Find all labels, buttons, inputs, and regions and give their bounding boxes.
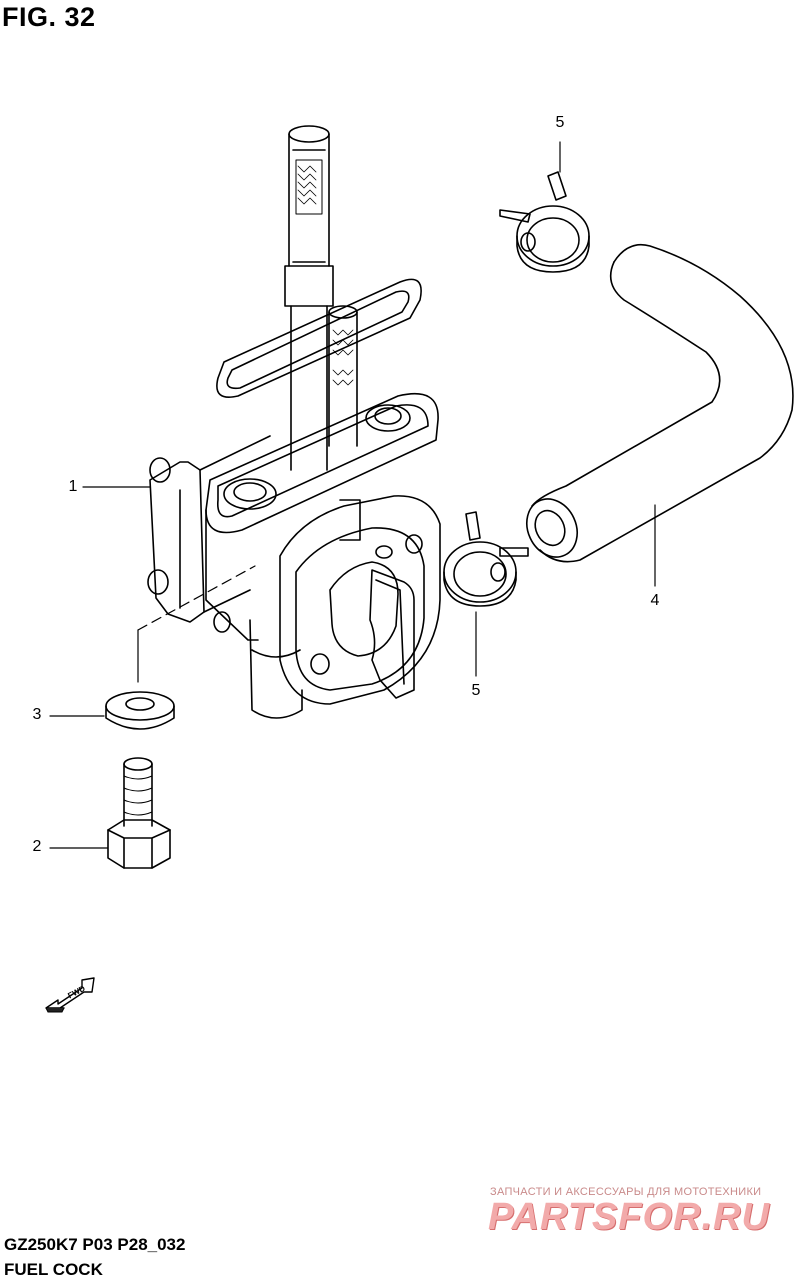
- leader-lines: [49, 141, 656, 849]
- clamp-part-5-top: [499, 171, 590, 273]
- fuel-cock-part-1: [147, 125, 441, 719]
- figure-code: GZ250K7 P03 P28_032: [4, 1235, 186, 1254]
- callout-3: 3: [32, 706, 42, 723]
- figure-title: FIG. 32: [2, 2, 96, 32]
- clamp-part-5-bottom: [443, 511, 529, 607]
- figure-caption: FUEL COCK: [4, 1260, 103, 1279]
- watermark-brand: PARTSFOR.RU: [488, 1196, 770, 1238]
- washer-part-3: [105, 691, 175, 730]
- callout-4: 4: [650, 592, 660, 609]
- fwd-arrow-icon: FWD: [45, 977, 95, 1013]
- callout-5-top: 5: [555, 114, 565, 131]
- callout-5-bottom: 5: [471, 682, 481, 699]
- callout-2: 2: [32, 838, 42, 855]
- watermark-tagline: ЗАПЧАСТИ И АКСЕССУАРЫ ДЛЯ МОТОТЕХНИКИ: [490, 1186, 762, 1198]
- bolt-part-2: [107, 757, 171, 869]
- fuel-hose-part-4: [526, 243, 794, 563]
- callout-1: 1: [68, 478, 78, 495]
